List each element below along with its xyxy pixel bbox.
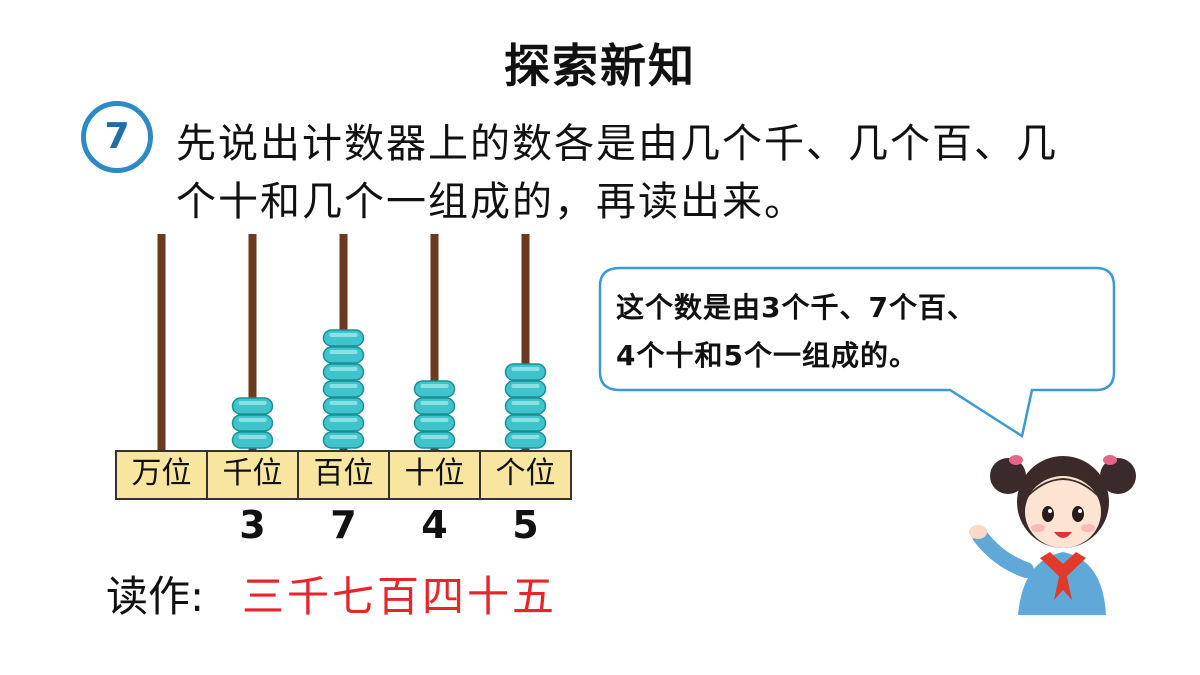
question-line-2: 个十和几个一组成的，再读出来。 xyxy=(176,179,806,225)
girl-eye-right xyxy=(1072,506,1084,522)
abacus-bead-highlight-4-1 xyxy=(511,418,540,422)
abacus-base xyxy=(115,450,572,500)
digit-bai: 7 xyxy=(330,503,357,547)
digit-qian: 3 xyxy=(239,503,266,547)
girl-bow-right xyxy=(1103,455,1117,465)
speech-line-1: 这个数是由3个千、7个百、 xyxy=(616,291,976,324)
girl-pigtail-left xyxy=(990,458,1026,494)
question-line-1: 先说出计数器上的数各是由几个千、几个百、几 xyxy=(176,121,1058,167)
girl-scarf xyxy=(1040,552,1086,580)
abacus-bead-highlight-2-3 xyxy=(329,384,358,388)
place-label-shi: 十位 xyxy=(404,456,465,491)
girl-eye-highlight-left xyxy=(1048,509,1052,513)
abacus-rod-0 xyxy=(157,234,166,451)
abacus-bead-highlight-2-0 xyxy=(329,435,358,439)
abacus-bead-highlight-3-1 xyxy=(420,418,449,422)
abacus-bead-highlight-4-3 xyxy=(511,384,540,388)
abacus-bead-highlight-1-2 xyxy=(238,401,267,405)
abacus-bead-highlight-4-2 xyxy=(511,401,540,405)
girl-mouth xyxy=(1054,532,1072,538)
abacus-bead-highlight-4-0 xyxy=(511,435,540,439)
abacus-rod-3 xyxy=(430,234,439,451)
girl-blush-right xyxy=(1081,524,1095,532)
girl-character-illustration xyxy=(969,455,1136,615)
abacus-bead-highlight-3-0 xyxy=(420,435,449,439)
speech-line-2: 4个十和5个一组成的。 xyxy=(616,339,918,372)
girl-bangs xyxy=(1025,478,1101,500)
abacus-bead-highlight-2-6 xyxy=(329,333,358,337)
abacus-bead-highlight-2-4 xyxy=(329,367,358,371)
girl-scarf-tail xyxy=(1054,572,1072,600)
abacus-bead-highlight-3-3 xyxy=(420,384,449,388)
abacus-bead-highlight-2-5 xyxy=(329,350,358,354)
abacus-bead-highlight-3-2 xyxy=(420,401,449,405)
girl-eye-left xyxy=(1042,506,1054,522)
reading-label: 读作: xyxy=(106,572,205,621)
girl-arm xyxy=(972,528,1034,578)
girl-blush-left xyxy=(1031,524,1045,532)
girl-pigtail-right xyxy=(1100,458,1136,494)
place-label-qian: 千位 xyxy=(222,456,283,491)
place-label-wan: 万位 xyxy=(131,456,192,491)
page-title: 探索新知 xyxy=(504,39,696,93)
abacus-bead-highlight-4-4 xyxy=(511,367,540,371)
girl-eye-highlight-right xyxy=(1078,509,1082,513)
abacus-bead-highlight-2-2 xyxy=(329,401,358,405)
speech-bubble-text: 这个数是由3个千、7个百、 4个十和5个一组成的。 xyxy=(616,284,1096,380)
abacus-rod-1 xyxy=(248,234,257,451)
girl-hand xyxy=(969,525,987,539)
place-label-ge: 个位 xyxy=(495,456,556,491)
question-number-badge: 7 xyxy=(81,101,153,173)
abacus-bead-highlight-2-1 xyxy=(329,418,358,422)
abacus-bead-highlight-1-0 xyxy=(238,435,267,439)
question-text: 先说出计数器上的数各是由几个千、几个百、几 个十和几个一组成的，再读出来。 xyxy=(176,115,1146,231)
abacus-bead-highlight-1-1 xyxy=(238,418,267,422)
abacus-rod-4 xyxy=(521,234,530,451)
digit-ge: 5 xyxy=(512,503,539,547)
girl-bow-left xyxy=(1009,455,1023,465)
reading-value: 三千七百四十五 xyxy=(242,572,558,621)
digit-shi: 4 xyxy=(421,503,448,547)
place-label-bai: 百位 xyxy=(313,456,374,491)
